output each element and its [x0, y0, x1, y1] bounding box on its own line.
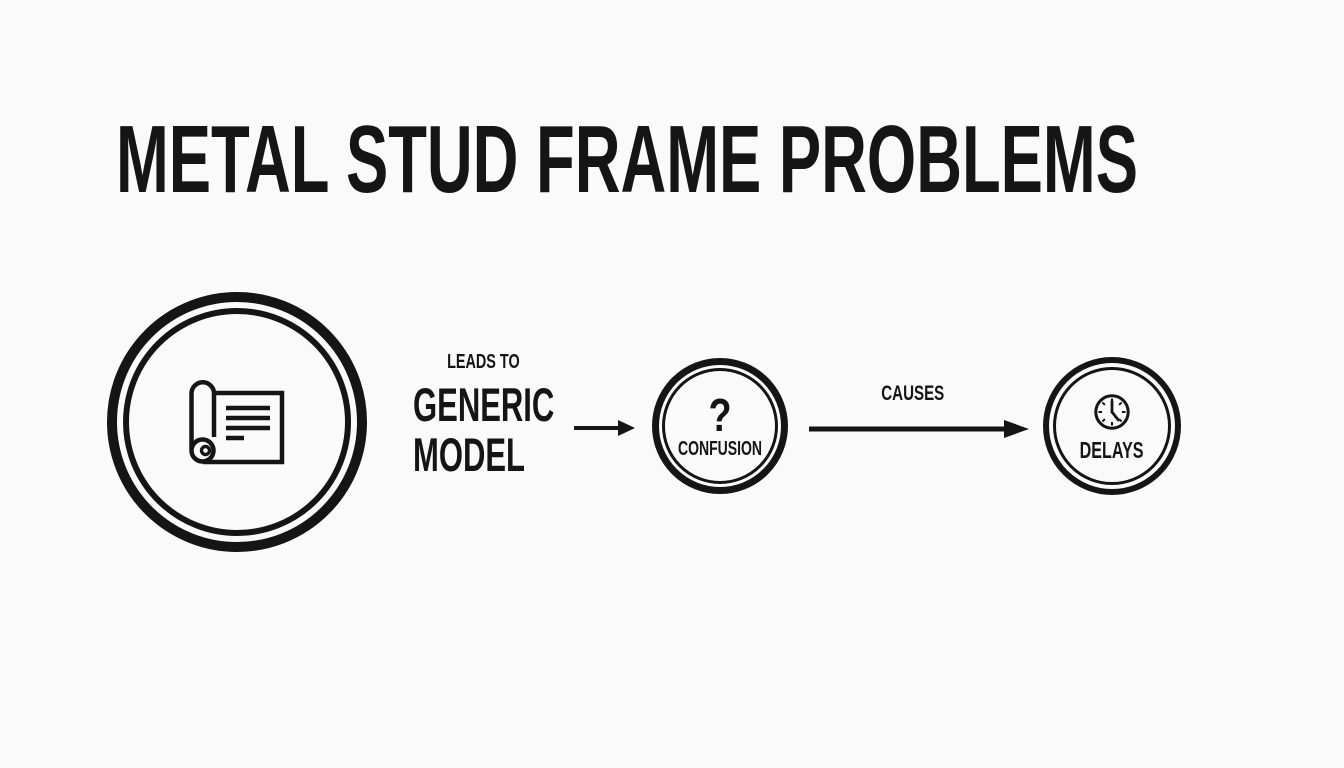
- clock-icon: [1092, 392, 1132, 432]
- generic-model-line1: GENERIC: [413, 378, 555, 431]
- delays-node: DELAYS: [1043, 357, 1181, 495]
- confusion-node: ? CONFUSION: [652, 358, 788, 494]
- delays-label: DELAYS: [1080, 436, 1144, 463]
- question-mark: ?: [708, 389, 732, 441]
- confusion-label: CONFUSION: [678, 438, 762, 460]
- source-node-inner-ring: [123, 308, 351, 536]
- causes-arrow-right-icon: [806, 416, 1032, 442]
- delays-node-inner-ring: DELAYS: [1053, 367, 1171, 485]
- page-title: METAL STUD FRAME PROBLEMS: [116, 112, 1344, 208]
- generic-model-label: GENERIC MODEL: [413, 380, 627, 480]
- scroll-document-icon: [189, 378, 285, 466]
- causes-label: CAUSES: [881, 382, 945, 405]
- source-node: [107, 292, 367, 552]
- arrow-right-icon: [572, 415, 638, 441]
- generic-model-line2: MODEL: [413, 428, 526, 481]
- page-title-text: METAL STUD FRAME PROBLEMS: [116, 106, 1138, 213]
- confusion-node-inner-ring: ? CONFUSION: [662, 368, 778, 484]
- leads-to-label: LEADS TO: [446, 351, 520, 373]
